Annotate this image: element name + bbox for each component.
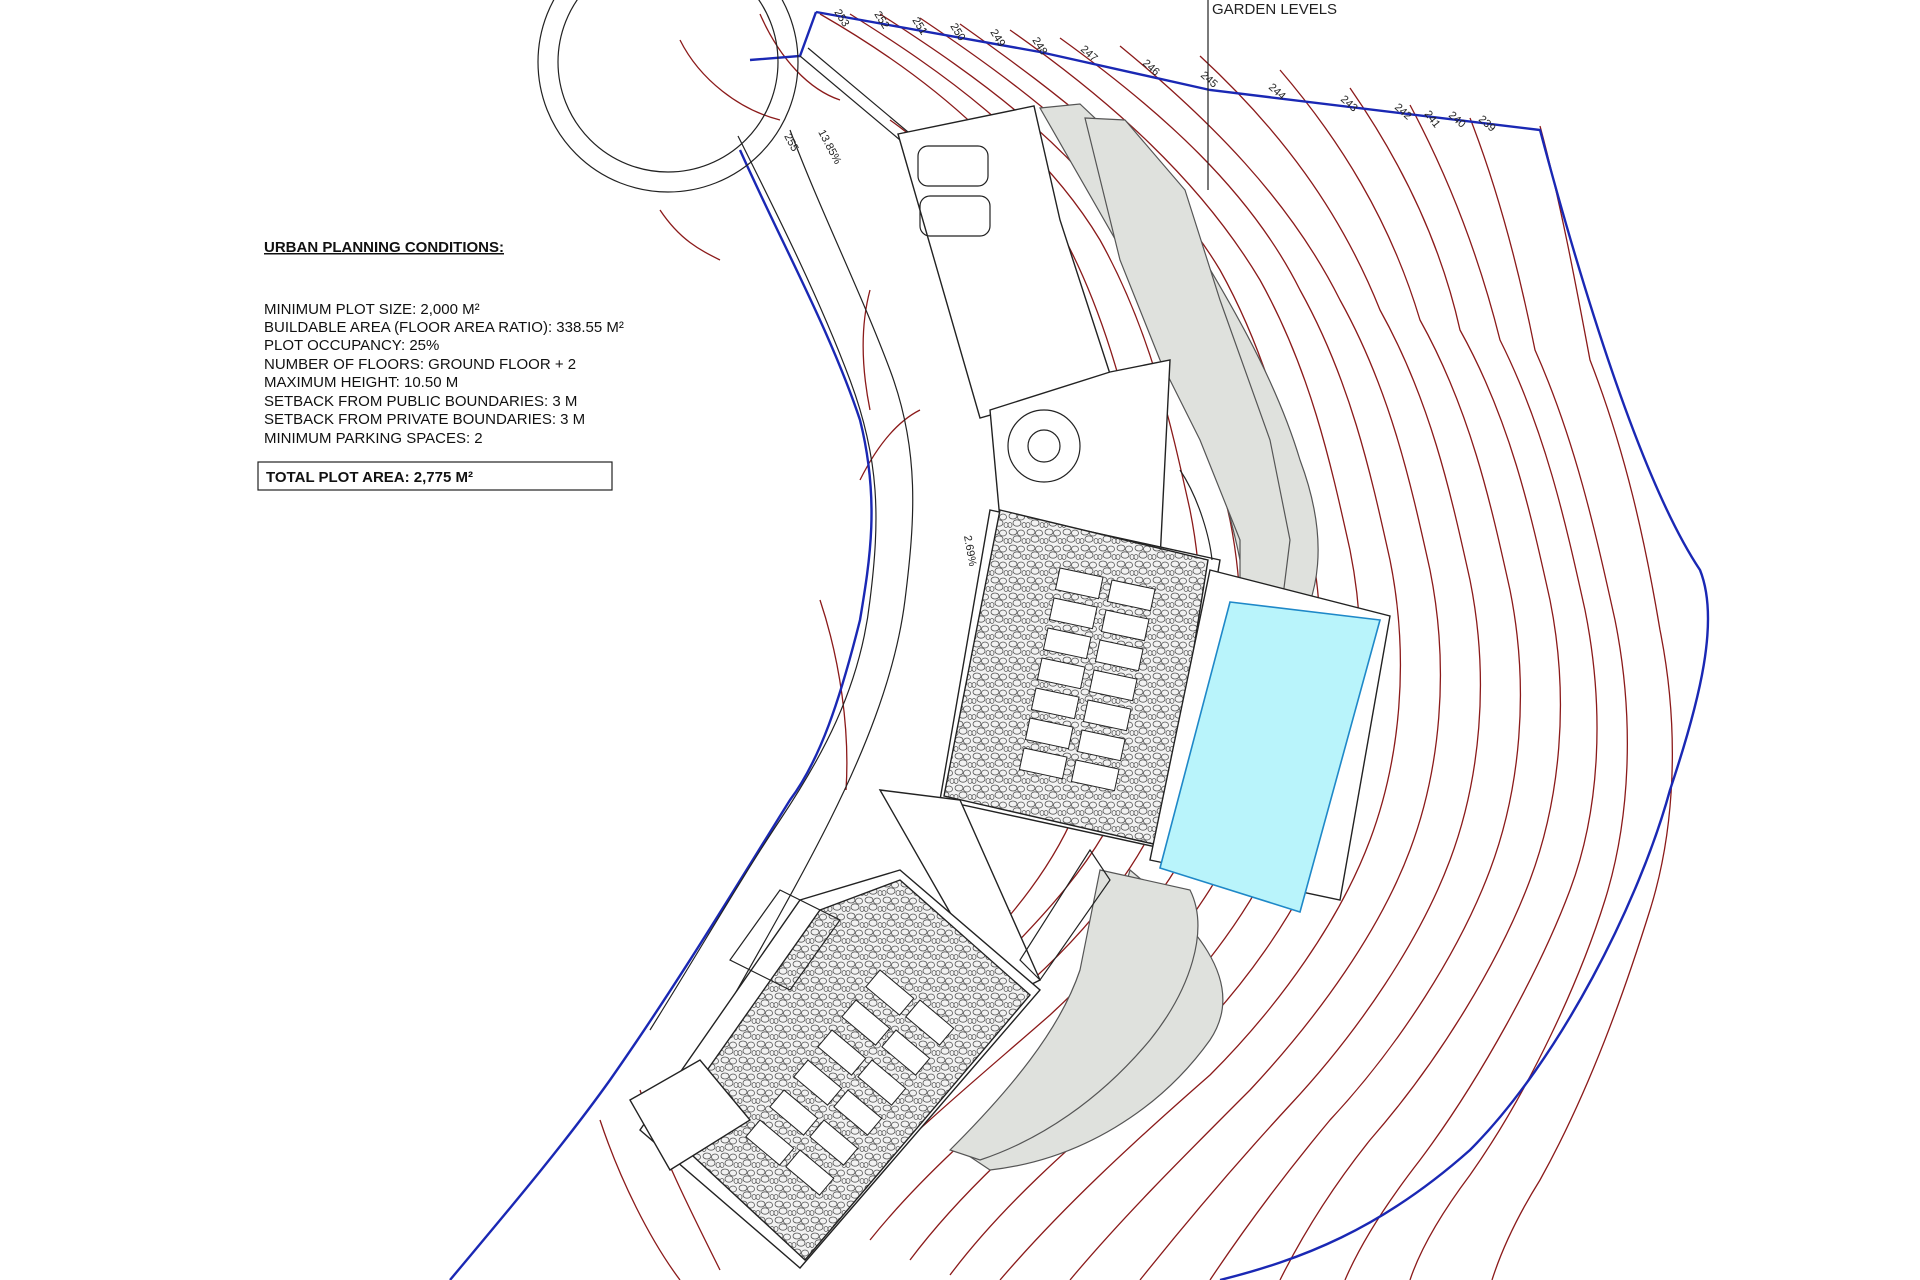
total-plot-area: TOTAL PLOT AREA: 2,775 M² — [266, 469, 473, 486]
contour-line — [1409, 117, 1628, 1280]
conditions-line: SETBACK FROM PRIVATE BOUNDARIES: 3 M — [264, 411, 585, 428]
solar-panel — [769, 1089, 819, 1136]
contour-label: 252 — [871, 9, 891, 31]
contour-line — [1491, 125, 1673, 1280]
curved-stair — [1179, 469, 1213, 561]
contour-line — [1279, 87, 1562, 1280]
contour-label: 239 — [1476, 113, 1498, 134]
contour-line — [659, 209, 721, 261]
total-plot-area-box — [257, 461, 613, 491]
solar-panel — [865, 969, 915, 1016]
boundary-line — [815, 10, 1710, 1280]
conditions-line: PLOT OCCUPANCY: 25% — [264, 337, 439, 354]
contour-line — [999, 37, 1402, 1280]
roundabout-inner-circle — [557, 0, 779, 173]
roundabout — [537, 0, 799, 193]
road-edge — [799, 55, 901, 141]
solar-panel — [1070, 759, 1120, 792]
solar-panel — [1076, 729, 1126, 762]
solar-panel — [1030, 687, 1080, 720]
site-details — [729, 145, 1213, 991]
solar-panel — [881, 1029, 931, 1076]
solar-panel — [1106, 579, 1156, 612]
solar-panel — [857, 1059, 907, 1106]
solar-panel — [841, 999, 891, 1046]
garage-vehicle — [919, 195, 991, 237]
parking-block — [629, 1059, 752, 1171]
contour-label: 240 — [1446, 109, 1468, 130]
solar-panel — [1018, 747, 1068, 780]
roundabout-outer-circle — [537, 0, 799, 193]
contour-label: 251 — [909, 15, 929, 37]
contour-line — [819, 599, 848, 791]
conditions-line: MINIMUM PARKING SPACES: 2 — [264, 430, 483, 447]
access-road — [649, 47, 914, 1031]
contour-line — [1344, 104, 1598, 1280]
contour-line — [1069, 45, 1442, 1280]
solar-panel — [1088, 669, 1138, 702]
solar-panels — [745, 567, 1156, 1196]
contour-line — [1209, 69, 1522, 1280]
stair-block — [989, 359, 1171, 561]
solar-panel — [809, 1119, 859, 1166]
solar-panel — [1054, 567, 1104, 600]
solar-panel — [745, 1119, 795, 1166]
contour-line — [679, 13, 841, 121]
solar-panel — [785, 1149, 835, 1196]
contour-line — [1139, 55, 1482, 1280]
solar-panel — [833, 1089, 883, 1136]
contour-label: 250 — [947, 21, 967, 43]
solar-panel — [905, 999, 955, 1046]
road-edge — [649, 135, 877, 1031]
solar-panel — [1042, 627, 1092, 660]
road-edge — [807, 47, 909, 133]
garage-vehicle — [917, 145, 989, 187]
spiral-staircase — [1007, 409, 1081, 483]
contour-line — [599, 1119, 681, 1280]
exterior-stair — [1019, 848, 1111, 981]
solar-panel — [1100, 609, 1150, 642]
garage-block — [897, 105, 1113, 419]
solar-panel — [1048, 597, 1098, 630]
garden-terraces — [948, 103, 1319, 1171]
slope-label: 2.69% — [961, 534, 978, 567]
conditions-title: URBAN PLANNING CONDITIONS: — [264, 239, 504, 256]
road-edge — [719, 129, 914, 1021]
urban-planning-conditions: URBAN PLANNING CONDITIONS: MINIMUM PLOT … — [257, 239, 624, 491]
contour-line — [862, 289, 871, 411]
solar-panel — [1036, 657, 1086, 690]
solar-panel — [793, 1059, 843, 1106]
solar-panel — [1024, 717, 1074, 750]
conditions-line: BUILDABLE AREA (FLOOR AREA RATIO): 338.5… — [264, 319, 624, 336]
garden-levels-label: GARDEN LEVELS — [1212, 1, 1337, 18]
solar-panel — [817, 1029, 867, 1076]
conditions-line: MAXIMUM HEIGHT: 10.50 M — [264, 374, 458, 391]
contour-label: 253 — [831, 7, 851, 29]
exterior-stair — [729, 889, 841, 991]
conditions-line: NUMBER OF FLOORS: GROUND FLOOR + 2 — [264, 356, 576, 373]
swimming-pool — [1159, 601, 1382, 914]
spiral-staircase-core — [1027, 429, 1061, 463]
solar-panel — [1082, 699, 1132, 732]
terrace-lower-mid — [948, 869, 1199, 1161]
conditions-line: MINIMUM PLOT SIZE: 2,000 M² — [264, 301, 480, 318]
contour-label: 242 — [1392, 101, 1414, 122]
conditions-line: SETBACK FROM PUBLIC BOUNDARIES: 3 M — [264, 393, 577, 410]
solar-panel — [1094, 639, 1144, 672]
contour-line — [859, 409, 921, 481]
contour-label: 241 — [1422, 108, 1443, 130]
slope-label: 13.85% — [815, 128, 843, 167]
